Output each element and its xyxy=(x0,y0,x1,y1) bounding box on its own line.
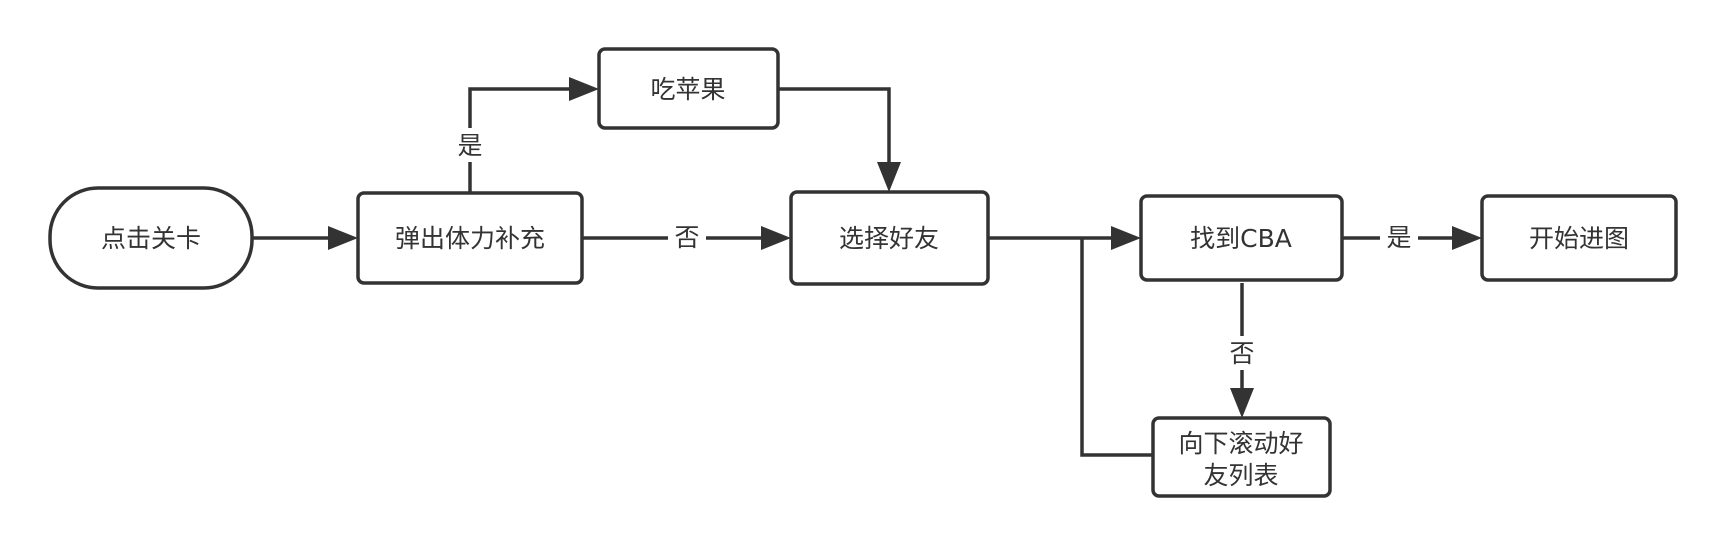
node-apple-shape xyxy=(597,47,780,130)
node-apple[interactable]: 吃苹果 xyxy=(597,47,780,130)
node-select-friend-label: 选择好友 xyxy=(839,224,939,253)
label-bg-no-1 xyxy=(668,220,706,254)
node-begin-label: 开始进图 xyxy=(1529,224,1629,253)
edge-label-yes-apple: 是 xyxy=(457,131,482,160)
edge-label-yes-begin: 是 xyxy=(1386,223,1411,252)
arrowhead-stamina-to-apple xyxy=(569,77,599,101)
node-apple-label: 吃苹果 xyxy=(650,75,725,104)
node-find-cba-shape xyxy=(1139,194,1344,282)
edge-apple-to-select xyxy=(778,87,891,162)
node-scroll-list[interactable]: 向下滚动好 友列表 xyxy=(1151,416,1332,498)
arrowhead-apple-to-select xyxy=(877,162,901,192)
label-bg-yes-1 xyxy=(452,128,488,162)
node-find-cba-label: 找到CBA xyxy=(1190,224,1292,253)
nodes: 点击关卡 弹出体力补充 吃苹果 选择好友 找到CBA 开始进图 xyxy=(48,47,1678,498)
label-bg-yes-2 xyxy=(1380,220,1418,254)
arrowhead-stamina-to-select xyxy=(761,226,791,250)
node-find-cba[interactable]: 找到CBA xyxy=(1139,194,1344,282)
node-start-label: 点击关卡 xyxy=(101,224,201,253)
node-begin[interactable]: 开始进图 xyxy=(1480,194,1678,282)
edge-scroll-loop-back xyxy=(1080,238,1153,457)
node-start[interactable]: 点击关卡 xyxy=(48,186,254,290)
node-stamina[interactable]: 弹出体力补充 xyxy=(356,191,584,285)
node-scroll-list-label-line2: 友列表 xyxy=(1203,461,1278,490)
node-stamina-shape xyxy=(356,191,584,285)
arrowhead-start-to-stamina xyxy=(328,226,358,250)
node-scroll-list-shape xyxy=(1151,416,1332,498)
arrowhead-select-to-find xyxy=(1111,226,1141,250)
edge-label-no-scroll: 否 xyxy=(1229,339,1254,368)
edges: 是 否 是 否 xyxy=(252,77,1482,457)
edge-label-no-select: 否 xyxy=(674,223,699,252)
node-select-friend[interactable]: 选择好友 xyxy=(789,190,990,286)
node-stamina-label: 弹出体力补充 xyxy=(395,224,545,253)
arrowhead-find-to-scroll xyxy=(1230,388,1254,418)
label-bg-no-2 xyxy=(1223,336,1261,370)
arrowhead-find-to-begin xyxy=(1452,226,1482,250)
node-begin-shape xyxy=(1480,194,1678,282)
node-start-shape xyxy=(48,186,254,290)
node-scroll-list-label-line1: 向下滚动好 xyxy=(1178,429,1303,458)
node-select-friend-shape xyxy=(789,190,990,286)
